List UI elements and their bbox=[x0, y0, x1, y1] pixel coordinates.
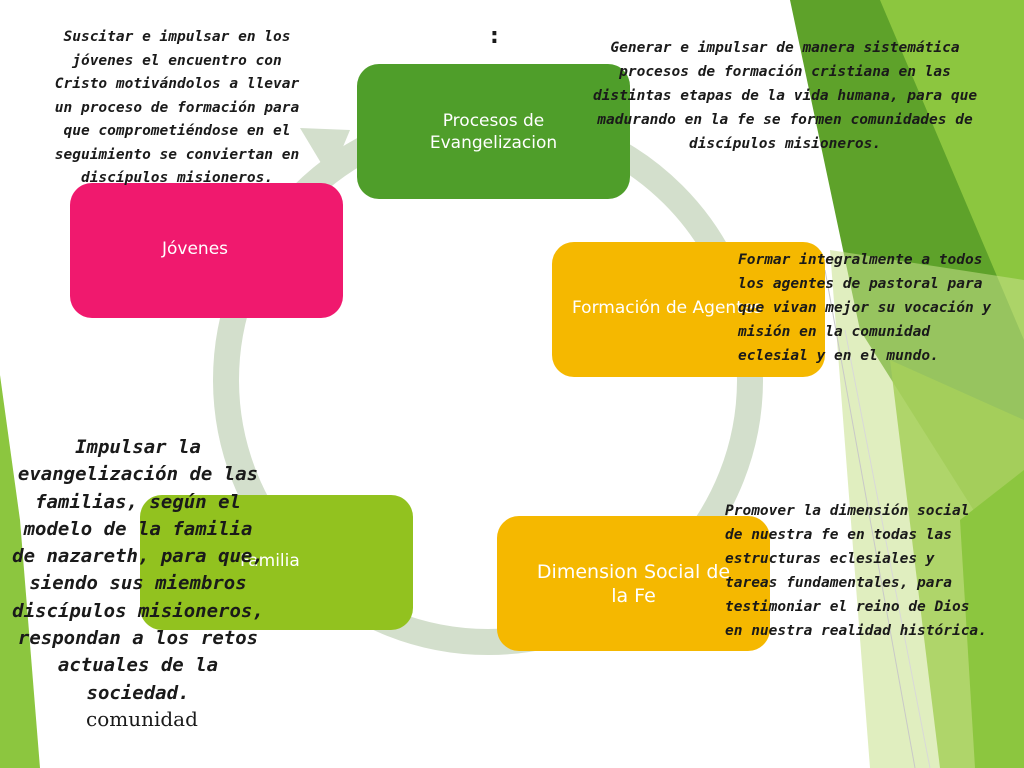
node-jovenes-label: Jóvenes bbox=[162, 239, 229, 259]
node-jovenes: Jóvenes bbox=[70, 183, 343, 318]
node-formacion-label: Formación de Agentes bbox=[572, 298, 763, 318]
node-procesos-evangelizacion: Procesos de Evangelizacion bbox=[357, 64, 630, 199]
node-familia-label: Familia bbox=[240, 551, 300, 571]
comunidad-text: comunidad bbox=[86, 707, 198, 731]
right-light-green-shape bbox=[880, 0, 1024, 340]
description-jovenes: Suscitar e impulsar en los jóvenes el en… bbox=[54, 29, 300, 186]
right-bottom-green-shape bbox=[960, 470, 1024, 768]
node-familia: Familia bbox=[140, 495, 413, 630]
colon-mark: : bbox=[490, 24, 499, 49]
description-social: Promover la dimensión social de nuestra … bbox=[725, 503, 987, 639]
decor-line-2 bbox=[844, 329, 931, 768]
description-procesos: Generar e impulsar de manera sistemática… bbox=[592, 40, 978, 152]
decor-line-1 bbox=[824, 269, 916, 768]
left-green-shape bbox=[0, 375, 40, 768]
description-familia: Impulsar la evangelización de las famili… bbox=[12, 436, 264, 704]
cycle-arrowhead-icon bbox=[300, 128, 350, 178]
node-social-label: Dimension Social de la Fe bbox=[536, 560, 731, 607]
node-formacion-agentes: Formación de Agentes bbox=[552, 242, 825, 377]
node-dimension-social: Dimension Social de la Fe bbox=[497, 516, 770, 651]
description-formacion: Formar integralmente a todos los agentes… bbox=[738, 252, 992, 364]
node-procesos-label: Procesos de Evangelizacion bbox=[429, 110, 558, 153]
